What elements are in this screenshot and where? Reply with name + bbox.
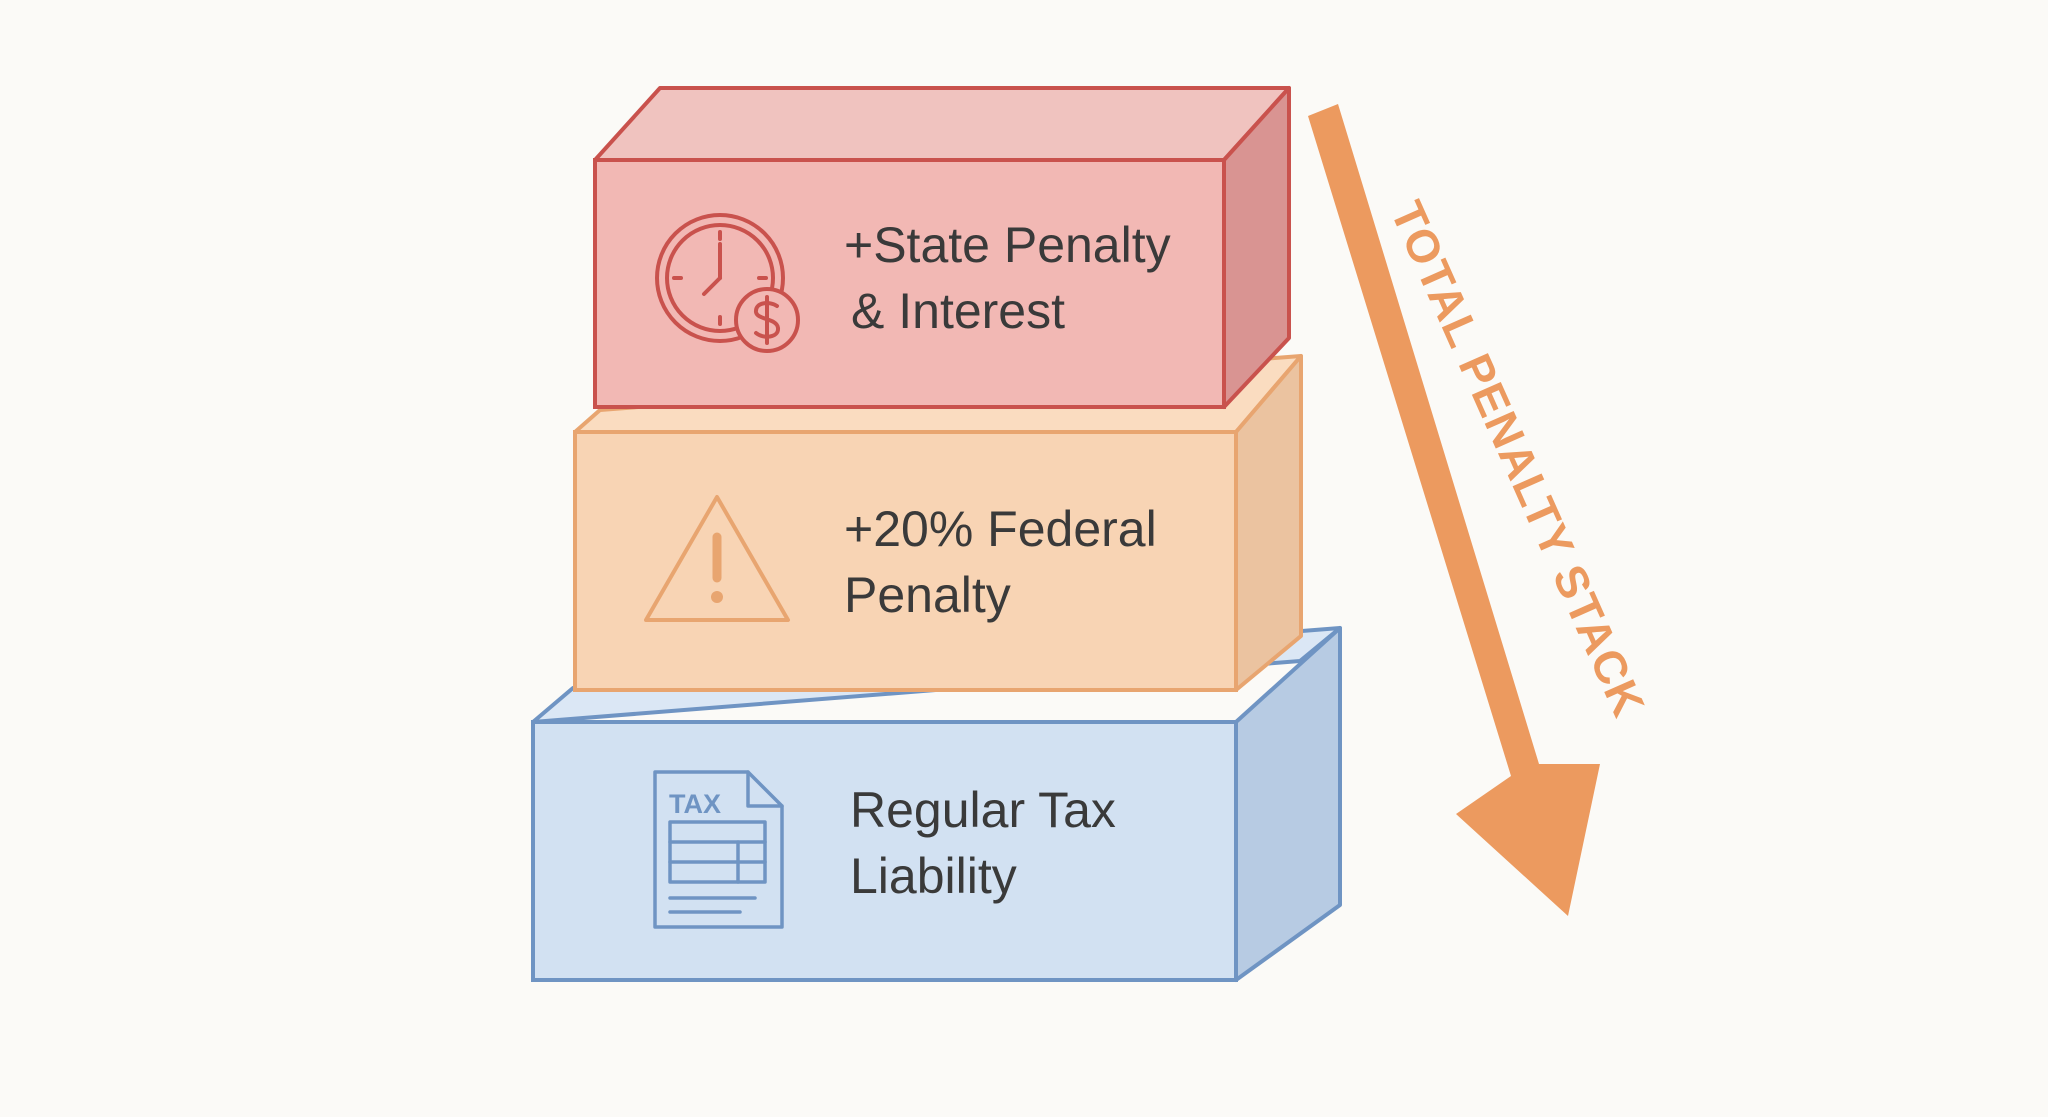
block-state-top-face: [593, 86, 1291, 162]
state-penalty-label-line2: & Interest: [851, 283, 1065, 339]
regular-tax-label-line2: Liability: [850, 848, 1017, 904]
clock-dollar-icon: [655, 213, 800, 353]
block-federal-front-face: [573, 430, 1238, 692]
warning-triangle-icon: [644, 495, 790, 622]
regular-tax-label-line1: Regular Tax: [850, 782, 1116, 838]
block-federal-penalty: [573, 354, 1303, 692]
state-penalty-label-line1: +State Penalty: [844, 217, 1171, 273]
block-regular-front-face: [531, 720, 1238, 982]
block-state-penalty: [593, 86, 1291, 409]
total-penalty-arrow: [1308, 104, 1600, 916]
state-penalty-label: +State Penalty & Interest: [844, 212, 1171, 344]
federal-penalty-label: +20% Federal Penalty: [844, 496, 1157, 628]
federal-penalty-label-line1: +20% Federal: [844, 501, 1157, 557]
federal-penalty-label-line2: Penalty: [844, 567, 1011, 623]
tax-form-icon-text: TAX: [669, 789, 721, 819]
down-arrow-icon: [1308, 104, 1600, 916]
tax-form-icon: TAX: [653, 770, 784, 929]
block-regular-tax: TAX: [531, 626, 1342, 982]
block-regular-side-face: [1234, 626, 1342, 982]
block-state-front-face: [593, 158, 1226, 409]
regular-tax-label: Regular Tax Liability: [850, 777, 1116, 909]
